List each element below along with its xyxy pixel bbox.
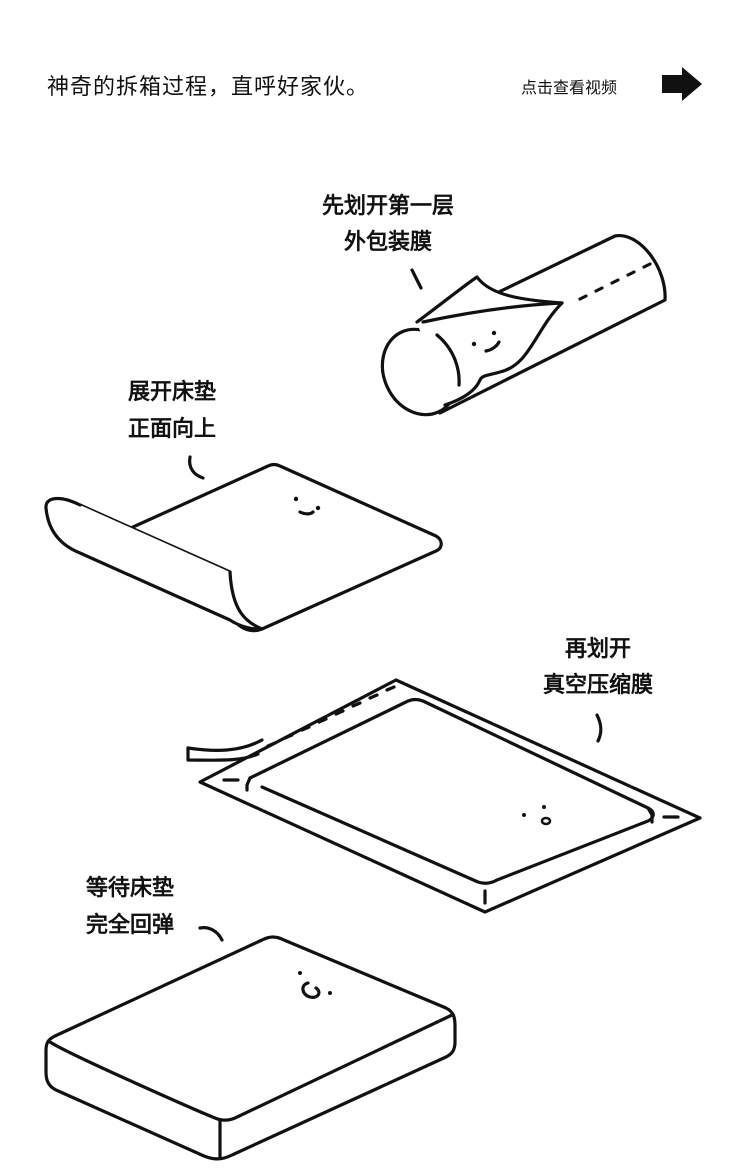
arrow-right-icon[interactable] bbox=[660, 66, 704, 102]
step2-label-line2: 正面向上 bbox=[127, 417, 216, 442]
step2-label-line1: 展开床垫 bbox=[127, 380, 216, 405]
vacuum-bag-illustration bbox=[186, 678, 702, 914]
unrolling-mattress-illustration bbox=[44, 455, 443, 633]
step3-label-line2: 真空压缩膜 bbox=[542, 673, 653, 698]
rolled-mattress-illustration bbox=[380, 233, 667, 417]
expanded-mattress-illustration bbox=[44, 926, 457, 1161]
step1-label-line2: 外包装膜 bbox=[343, 230, 432, 255]
step3-label-line1: 再划开 bbox=[564, 637, 631, 662]
step4-label-line2: 完全回弹 bbox=[85, 913, 174, 938]
step1-label-line1: 先划开第一层 bbox=[321, 194, 454, 219]
page-title: 神奇的拆箱过程，直呼好家伙。 bbox=[47, 75, 370, 100]
watch-video-link[interactable]: 点击查看视频 bbox=[521, 78, 618, 97]
step4-label-line1: 等待床垫 bbox=[85, 876, 174, 901]
